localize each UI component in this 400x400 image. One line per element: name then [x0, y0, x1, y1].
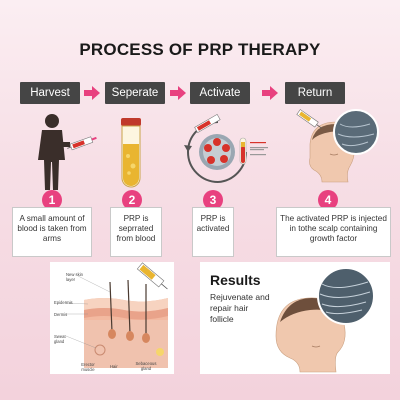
head-injection-illustration [296, 109, 379, 183]
label-sebaceous-gland: Sebaceous gland [135, 361, 157, 371]
step-separate-label: Seperate [105, 82, 165, 104]
label-sweat-gland: Sweat gland [54, 334, 66, 344]
step-activate-label: Activate [190, 82, 250, 104]
arrow-right-icon [170, 86, 186, 100]
label-epidermis: Epidermis [54, 300, 73, 305]
skin-cross-section-panel: New skin layer Epidermis Dermis Sweat gl… [50, 262, 174, 374]
step-activate-description: PRP is activated [192, 207, 234, 257]
step-number-badge: 1 [42, 190, 62, 210]
arrow-right-icon [262, 86, 278, 100]
label-erector-muscle: Erector muscle [81, 362, 95, 372]
label-new-skin-layer: New skin layer [66, 272, 83, 282]
label-hair: Hair [110, 364, 118, 369]
results-heading: Results [210, 272, 261, 288]
test-tube-icon [121, 118, 141, 188]
step-number-badge: 3 [203, 190, 223, 210]
arrow-right-icon [84, 86, 100, 100]
step-harvest-description: A small amount of blood is taken from ar… [12, 207, 92, 257]
step-number-badge: 4 [318, 190, 338, 210]
step-return-label: Return [285, 82, 345, 104]
step-harvest-label: Harvest [20, 82, 80, 104]
person-blood-draw-illustration [38, 114, 97, 190]
step-separate-description: PRP is seprrated from blood [110, 207, 162, 257]
activation-cycle-illustration [184, 113, 268, 183]
step-return-description: The activated PRP is injected in tothe s… [276, 207, 391, 257]
page-title: PROCESS OF PRP THERAPY [79, 40, 321, 59]
results-head-illustration [275, 267, 375, 373]
skin-layers-illustration [65, 262, 168, 368]
results-panel: Results Rejuvenate and repair hair folli… [200, 262, 390, 374]
results-text: Rejuvenate and repair hair follicle [210, 292, 270, 324]
label-dermis: Dermis [54, 312, 68, 317]
step-number-badge: 2 [122, 190, 142, 210]
